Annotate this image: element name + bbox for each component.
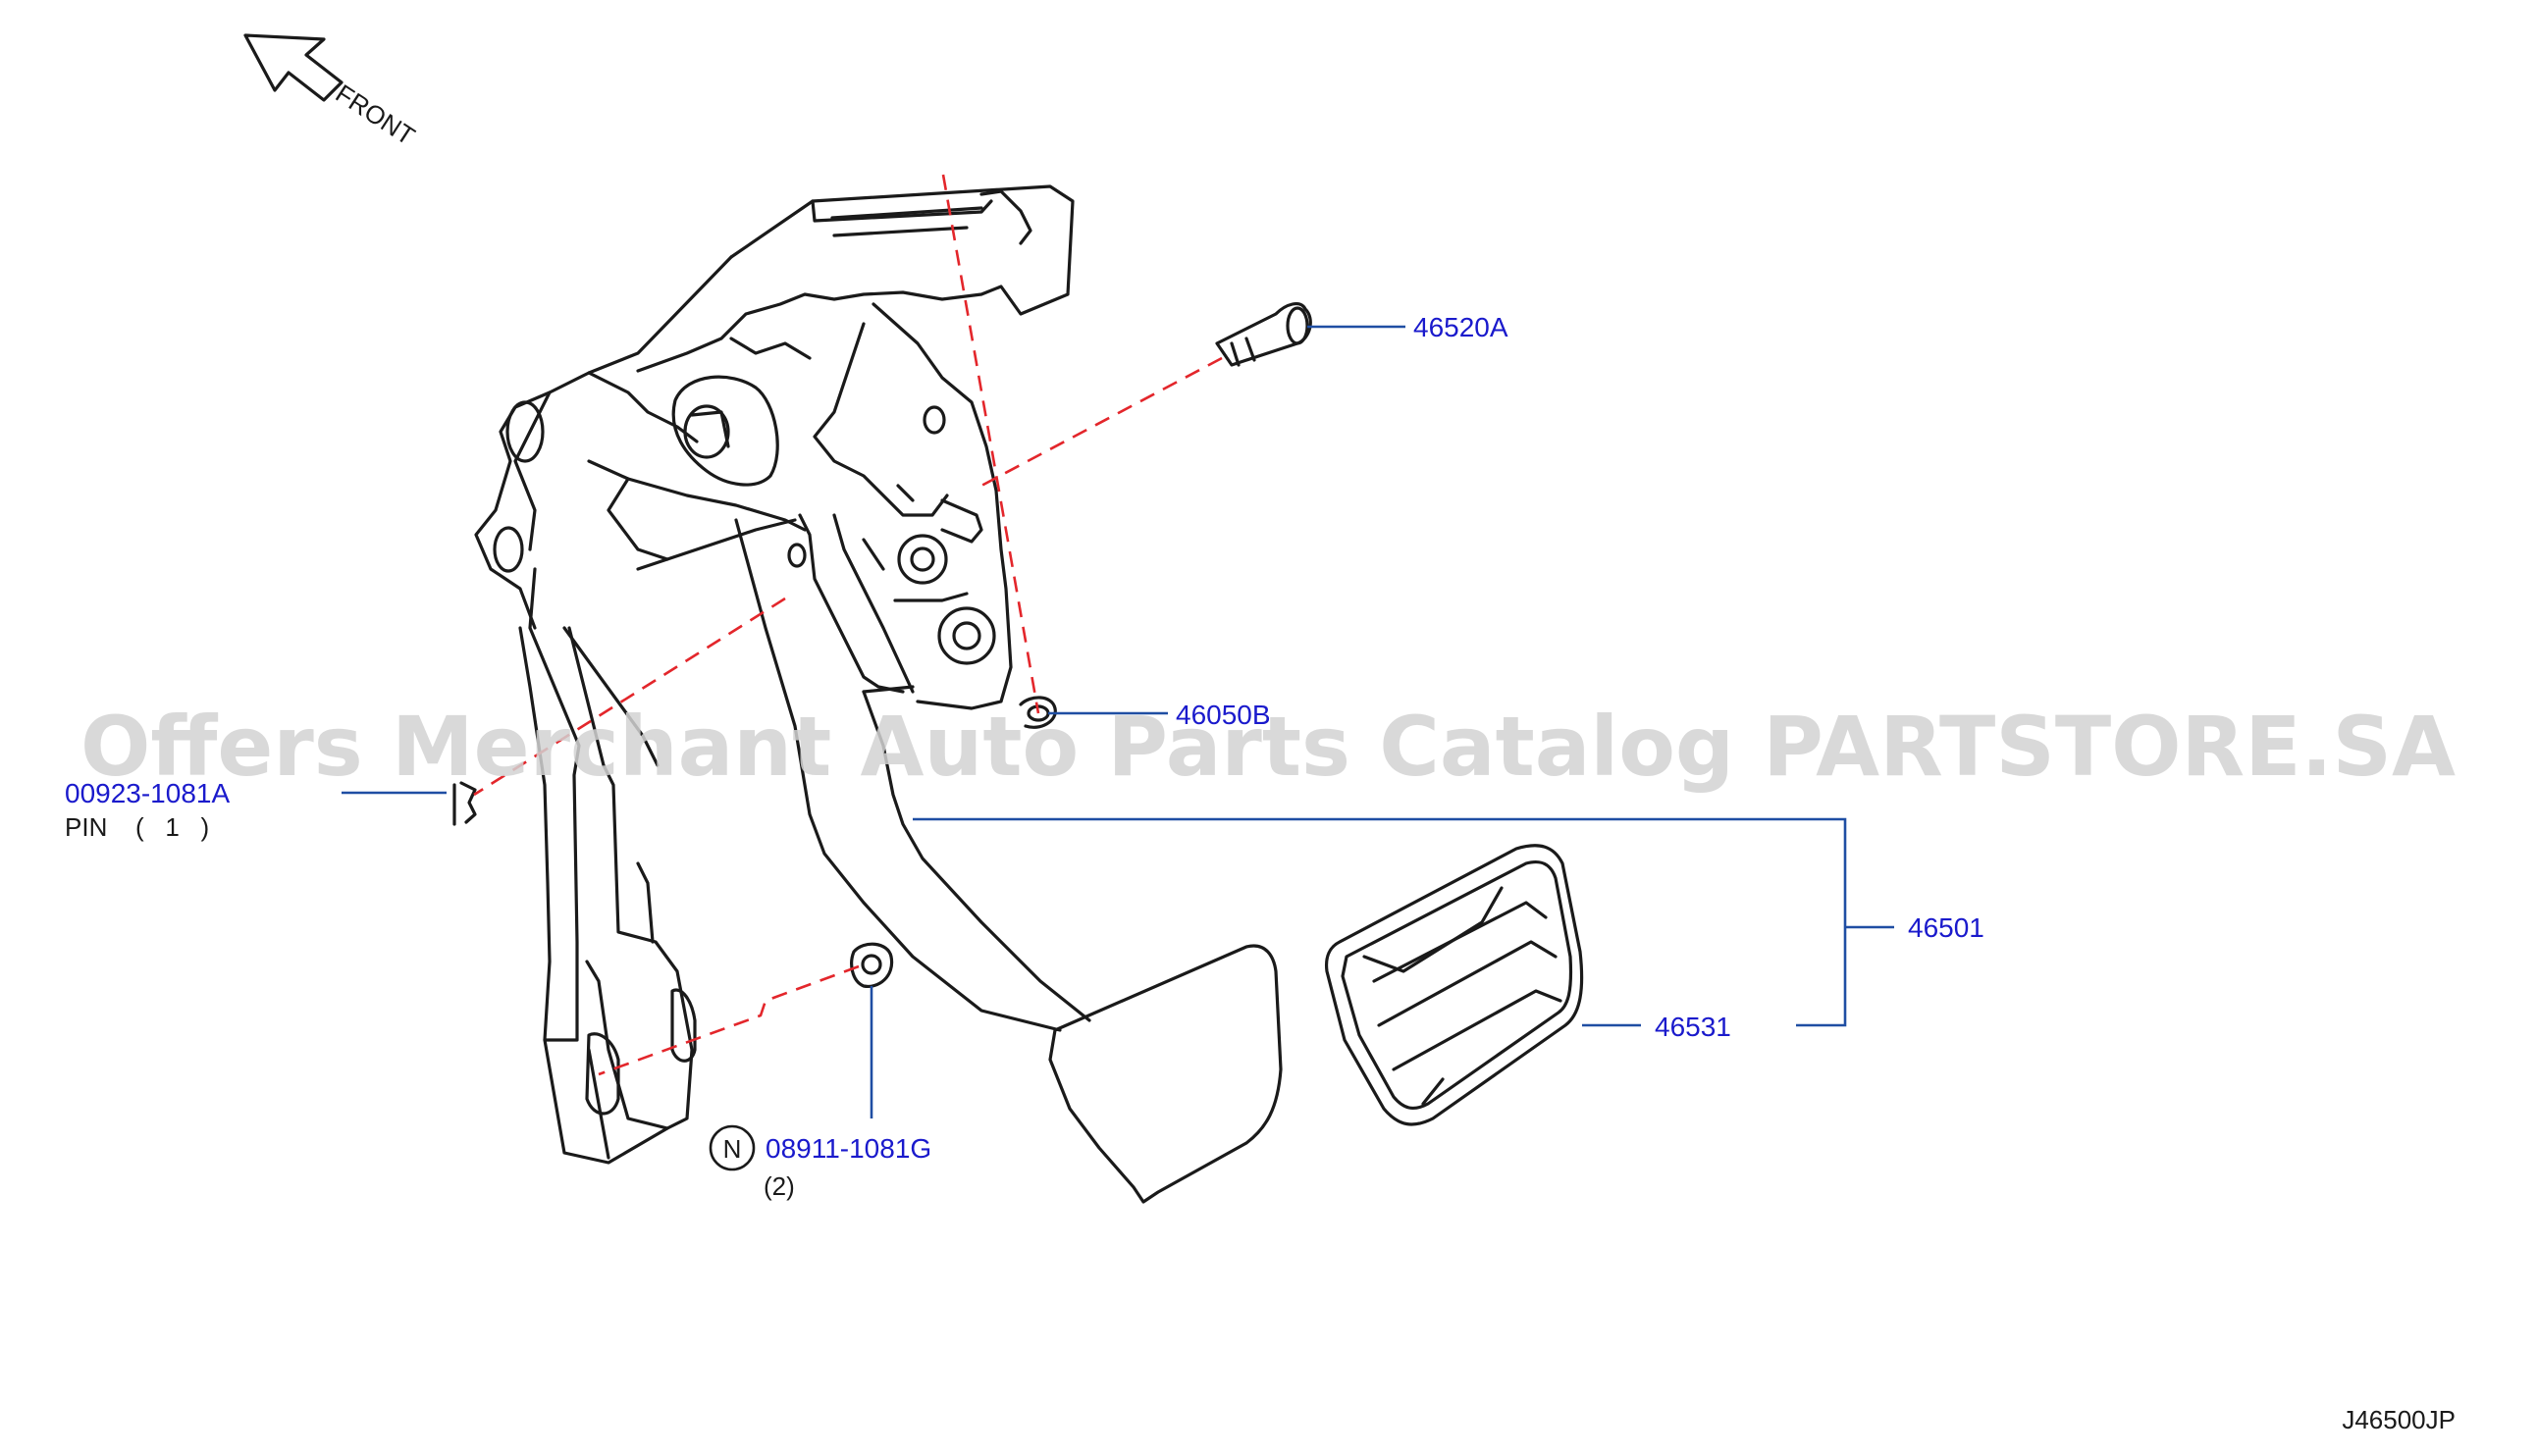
diagram-code: J46500JP <box>2342 1405 2456 1434</box>
callout-46501[interactable]: 46501 <box>1908 912 1984 943</box>
dashed-line <box>473 597 786 797</box>
front-arrow-icon <box>243 33 344 102</box>
callout-46050B[interactable]: 46050B <box>1176 700 1271 730</box>
callout-46520A[interactable]: 46520A <box>1413 312 1508 342</box>
front-label: FRONT <box>331 78 421 151</box>
leader-lines <box>342 325 1894 1118</box>
pedal-bracket-drawing <box>452 184 1584 1204</box>
callout-08911-1081G[interactable]: N 08911-1081G (2) <box>709 1124 931 1201</box>
callout-46531[interactable]: 46531 <box>1655 1012 1731 1042</box>
n-symbol-label: N <box>723 1134 742 1164</box>
watermark-text: Offers Merchant Auto Parts Catalog PARTS… <box>80 699 2456 795</box>
n-symbol-icon <box>709 1124 756 1171</box>
part-number[interactable]: 46531 <box>1655 1012 1731 1042</box>
assembly-dashed-lines <box>473 174 1223 1076</box>
part-number[interactable]: 46501 <box>1908 912 1984 943</box>
dashed-line <box>980 356 1223 488</box>
part-name: PIN <box>65 812 107 842</box>
part-number[interactable]: 00923-1081A <box>65 778 230 808</box>
part-number[interactable]: 08911-1081G <box>766 1133 931 1164</box>
part-quantity: ( 1 ) <box>135 812 209 842</box>
callout-00923-1081A[interactable]: 00923-1081A PIN ( 1 ) <box>65 778 230 842</box>
part-number[interactable]: 46050B <box>1176 700 1271 730</box>
leader-line <box>913 817 1847 1027</box>
dashed-line <box>941 174 1040 714</box>
dashed-line <box>598 964 860 1076</box>
part-number[interactable]: 46520A <box>1413 312 1508 342</box>
part-quantity: (2) <box>764 1171 795 1201</box>
